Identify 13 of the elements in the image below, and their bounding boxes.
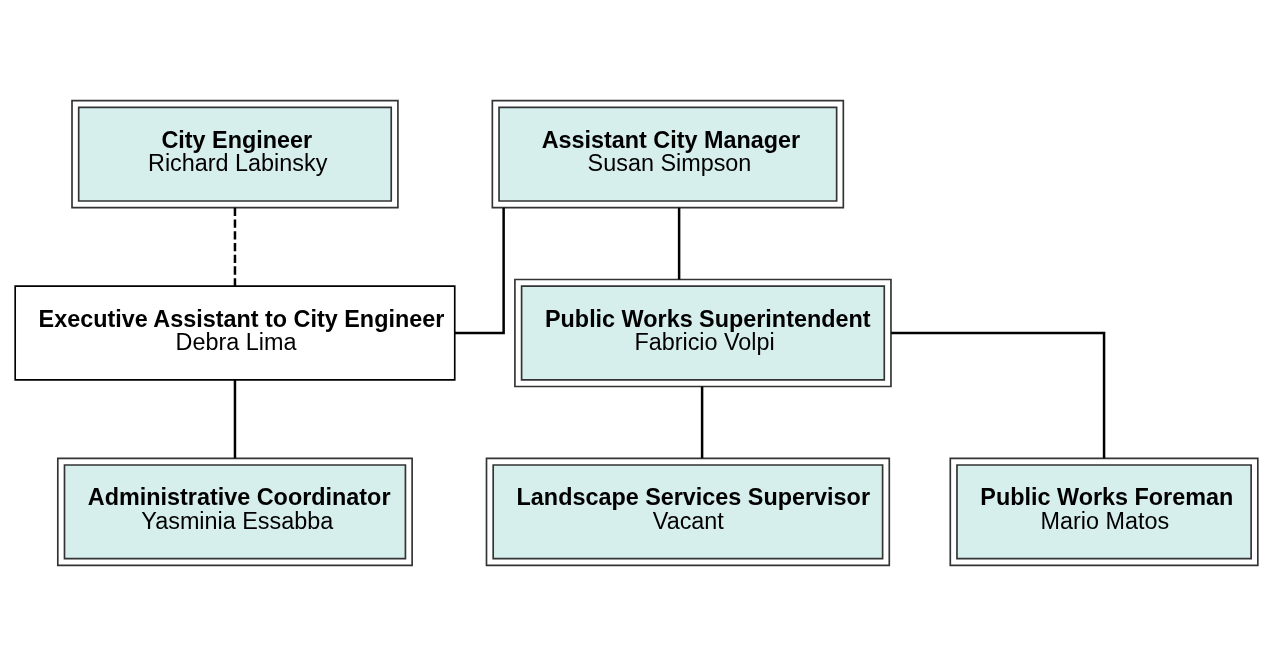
- connector: [700, 386, 704, 459]
- node-box: Landscape Services Supervisor Vacant: [485, 457, 891, 567]
- node-box: Public Works Superintendent Fabricio Volpi: [514, 278, 892, 388]
- node-box: Assistant City Manager Susan Simpson: [491, 99, 845, 209]
- node-box: City Engineer Richard Labinsky: [71, 99, 399, 209]
- connector: [891, 331, 1106, 459]
- node-box: Public Works Foreman Mario Matos: [949, 457, 1259, 567]
- node-box: Administrative Coordinator Yasminia Essabba: [56, 457, 413, 567]
- connector: [233, 380, 237, 459]
- connector: [233, 207, 237, 287]
- connector: [677, 207, 681, 280]
- node-box: Executive Assistant to City Engineer Debra Lima: [14, 285, 456, 381]
- connector: [455, 207, 505, 335]
